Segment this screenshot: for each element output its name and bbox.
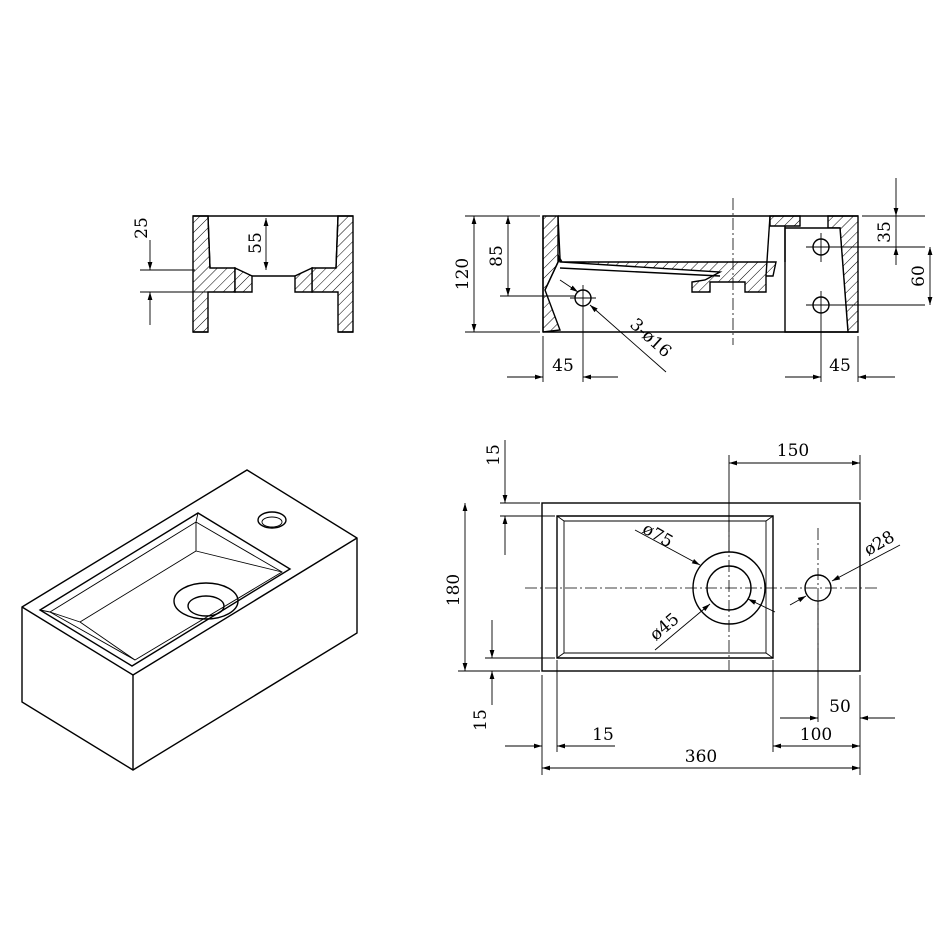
dim-plan-50: 50 bbox=[829, 697, 851, 717]
side-drain-right bbox=[294, 266, 313, 293]
plan-drain-inner bbox=[706, 565, 752, 611]
isometric-view bbox=[21, 469, 358, 771]
side-section-view: 25 55 bbox=[132, 215, 354, 333]
dim-plan-tap: ø28 bbox=[861, 527, 899, 560]
plan-view: ø75 ø45 ø28 150 15 180 15 15 bbox=[444, 440, 901, 775]
dim-front-45-right: 45 bbox=[829, 356, 851, 376]
dim-plan-15-side: 15 bbox=[592, 725, 614, 745]
side-drain-left bbox=[234, 266, 253, 293]
dim-front-holes: 3-ø16 bbox=[626, 315, 675, 362]
dim-front-35: 35 bbox=[875, 221, 895, 243]
front-right-wall bbox=[769, 215, 801, 227]
dim-front-120: 120 bbox=[453, 258, 473, 290]
iso-tap-hole bbox=[257, 511, 287, 529]
dim-side-25: 25 bbox=[132, 217, 152, 239]
dim-side-55: 55 bbox=[246, 232, 266, 254]
iso-basin-rim bbox=[38, 512, 292, 667]
dim-plan-360: 360 bbox=[685, 747, 717, 767]
plan-outline bbox=[541, 502, 861, 672]
side-left-wall bbox=[192, 215, 236, 333]
dim-plan-180: 180 bbox=[444, 574, 464, 606]
dim-front-85: 85 bbox=[487, 245, 507, 267]
iso-outline bbox=[21, 469, 358, 771]
dim-plan-15-bottom: 15 bbox=[471, 709, 491, 731]
iso-drain-outer bbox=[173, 582, 239, 620]
dim-plan-drain-inner: ø45 bbox=[646, 609, 683, 645]
dim-plan-drain-outer: ø75 bbox=[639, 519, 677, 552]
front-section-view: 3-ø16 120 85 35 60 45 45 bbox=[453, 178, 933, 382]
side-right-wall bbox=[311, 215, 354, 333]
dim-plan-150: 150 bbox=[777, 441, 809, 461]
front-left-wall bbox=[542, 215, 561, 333]
dim-plan-100: 100 bbox=[800, 725, 832, 745]
dim-front-45-left: 45 bbox=[552, 356, 574, 376]
front-tap-block bbox=[784, 227, 849, 333]
dim-front-60: 60 bbox=[909, 265, 929, 287]
dim-plan-15-top: 15 bbox=[484, 444, 504, 466]
iso-drain-inner bbox=[187, 595, 225, 617]
